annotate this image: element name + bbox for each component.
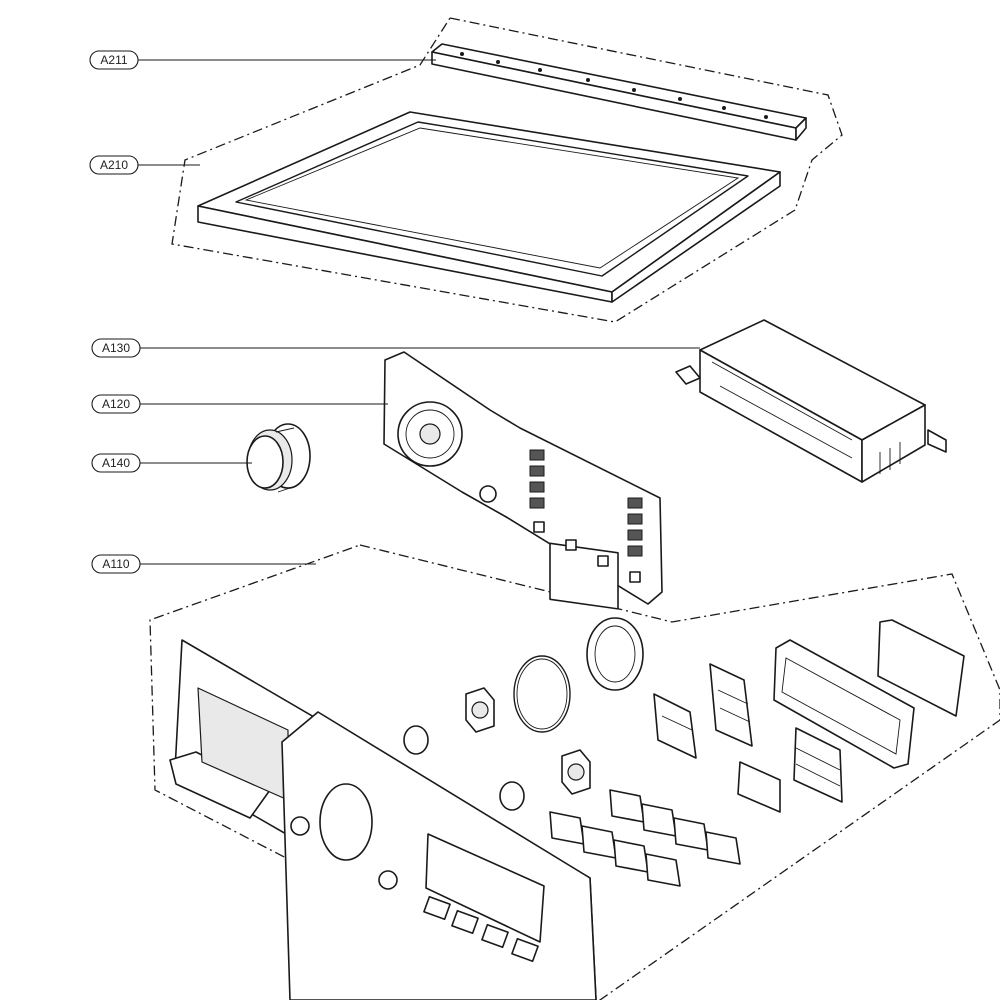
panel-button-cutouts [423, 895, 539, 963]
callout-a130-label: A130 [102, 341, 130, 355]
pcb-buttons-left [529, 449, 545, 509]
pcb-buttons-right [627, 497, 643, 557]
callout-a140-label: A140 [102, 456, 130, 470]
callout-a110-label: A110 [102, 557, 129, 571]
knob-part [246, 423, 311, 493]
loose-components [403, 617, 965, 887]
switch-blocks [653, 663, 843, 813]
button-caps-row-2 [549, 811, 681, 887]
callout-a120: A120 [91, 394, 141, 414]
callout-a110: A110 [91, 554, 141, 574]
console-group-boundary [149, 544, 1000, 1000]
callout-a211: A211 [89, 50, 139, 70]
callout-a211-label: A211 [100, 53, 127, 67]
button-caps-row-1 [609, 789, 741, 865]
callout-a120-label: A120 [102, 397, 130, 411]
top-group-boundary [171, 17, 843, 323]
callout-a130: A130 [91, 338, 141, 358]
rail-holes [460, 52, 768, 119]
top-frame-part [197, 111, 781, 303]
callout-a210: A210 [89, 155, 139, 175]
leader-lines [138, 59, 700, 565]
pcb-part [383, 351, 663, 610]
callout-a210-label: A210 [100, 158, 128, 172]
control-panel-part [169, 639, 597, 1000]
control-box-part [675, 319, 947, 483]
callout-a140: A140 [91, 453, 141, 473]
